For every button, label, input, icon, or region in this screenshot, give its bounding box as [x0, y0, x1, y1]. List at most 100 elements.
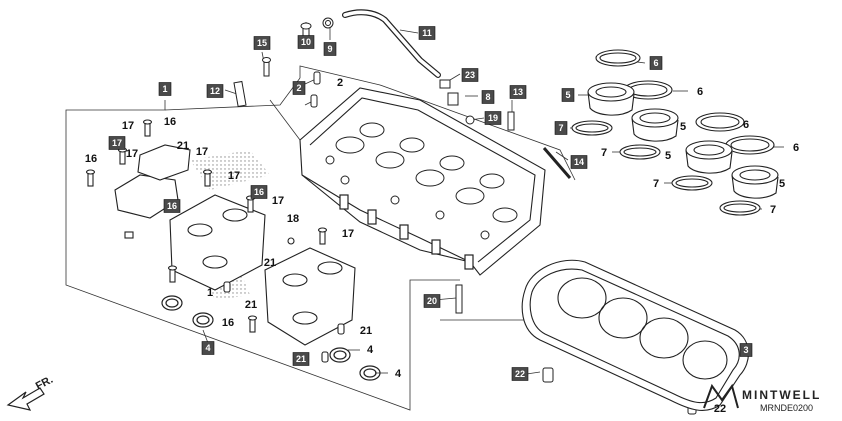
callout-number: 12 [210, 86, 220, 96]
head-gasket [521, 259, 749, 411]
callout-19-boxed: 19 [484, 111, 502, 125]
callout-16-boxed: 16 [250, 185, 268, 199]
front-arrow-icon [6, 387, 45, 411]
callout-4: 4 [367, 344, 374, 356]
callout-box [649, 56, 663, 70]
callout-box [206, 84, 224, 98]
callout-number: 2 [337, 77, 343, 89]
callout-number: 22 [515, 369, 525, 379]
front-direction-indicator: FR. [6, 374, 55, 411]
callout-17: 17 [196, 146, 208, 158]
callout-12-boxed: 12 [206, 84, 224, 98]
callout-17: 17 [272, 195, 284, 207]
callout-box [108, 136, 126, 150]
callout-box [554, 121, 568, 135]
callout-number: 16 [254, 187, 264, 197]
callout-20-boxed: 20 [423, 294, 441, 308]
callout-6: 6 [697, 86, 703, 98]
callout-number: 4 [205, 343, 210, 353]
callout-number: 5 [565, 90, 570, 100]
callout-number: 6 [793, 142, 799, 154]
callout-box [461, 68, 479, 82]
callout-number: 1 [162, 84, 167, 94]
callout-number: 19 [488, 113, 498, 123]
callout-7-boxed: 7 [554, 121, 568, 135]
callout-number: 7 [558, 123, 563, 133]
callout-box [511, 367, 529, 381]
watermark-text: MINTWELL [742, 388, 821, 402]
callout-number: 17 [126, 148, 138, 160]
callout-number: 20 [427, 296, 437, 306]
callout-17: 17 [342, 228, 354, 240]
callout-box [509, 85, 527, 99]
callout-number: 7 [770, 204, 776, 216]
callout-2: 2 [337, 77, 343, 89]
callout-number: 4 [367, 344, 374, 356]
callout-17: 17 [228, 170, 240, 182]
callout-number: 13 [513, 87, 523, 97]
callout-number: 16 [164, 116, 176, 128]
direction-label: FR. [34, 374, 55, 393]
callout-21: 21 [245, 299, 257, 311]
callout-number: 3 [743, 345, 748, 355]
callout-6: 6 [743, 119, 749, 131]
callout-number: 14 [574, 157, 584, 167]
cylinder-head [299, 87, 546, 276]
callout-5: 5 [779, 178, 785, 190]
callout-box [297, 35, 315, 49]
callout-11-boxed: 11 [418, 26, 436, 40]
callout-number: 21 [296, 354, 306, 364]
callout-number: 21 [264, 257, 276, 269]
callout-16: 16 [222, 317, 234, 329]
callout-10-boxed: 10 [297, 35, 315, 49]
callout-box [570, 155, 588, 169]
callout-box [423, 294, 441, 308]
callout-number: 5 [779, 178, 785, 190]
callout-number: 17 [122, 120, 134, 132]
callout-number: 16 [85, 153, 97, 165]
callout-2-boxed: 2 [292, 81, 306, 95]
callout-box [158, 82, 172, 96]
callout-number: 17 [272, 195, 284, 207]
callout-9-boxed: 9 [323, 42, 337, 56]
callout-number: 23 [465, 70, 475, 80]
callout-13-boxed: 13 [509, 85, 527, 99]
callout-number: 6 [697, 86, 703, 98]
callout-4: 4 [395, 368, 402, 380]
mintwell-logo-icon [703, 383, 739, 409]
callout-box [481, 90, 495, 104]
part-code: MRNDE0200 [760, 403, 813, 413]
callout-7: 7 [770, 204, 776, 216]
callout-number: 6 [743, 119, 749, 131]
callout-23-boxed: 23 [461, 68, 479, 82]
callout-number: 5 [680, 121, 686, 133]
callout-box [201, 341, 215, 355]
callout-number: 11 [422, 28, 432, 38]
callout-6: 6 [793, 142, 799, 154]
callout-21: 21 [177, 140, 189, 152]
callout-17: 17 [122, 120, 134, 132]
callout-21: 21 [360, 325, 372, 337]
callout-number: 17 [196, 146, 208, 158]
callout-number: 7 [601, 147, 607, 159]
callout-number: 21 [177, 140, 189, 152]
stud-dowels [455, 284, 697, 415]
callout-number: 22 [714, 403, 726, 415]
callout-number: 16 [167, 201, 177, 211]
callout-1-boxed: 1 [158, 82, 172, 96]
callout-number: 21 [245, 299, 257, 311]
callout-22-boxed: 22 [511, 367, 529, 381]
callout-box [253, 36, 271, 50]
callout-number: 17 [112, 138, 122, 148]
callout-15-boxed: 15 [253, 36, 271, 50]
callout-3-boxed: 3 [739, 343, 753, 357]
callout-5: 5 [680, 121, 686, 133]
callout-21-boxed: 21 [292, 352, 310, 366]
callout-box [323, 42, 337, 56]
callout-18: 18 [287, 213, 299, 225]
callout-7: 7 [653, 178, 659, 190]
callout-box [292, 81, 306, 95]
callout-number: 4 [395, 368, 402, 380]
callout-5: 5 [665, 150, 671, 162]
callout-1: 1 [207, 287, 213, 299]
